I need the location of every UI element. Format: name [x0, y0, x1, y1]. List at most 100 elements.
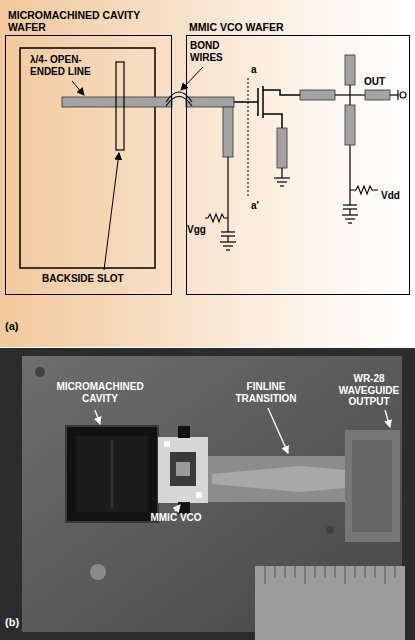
leader-line	[181, 67, 203, 90]
photo	[285, 566, 286, 578]
ground-symbol	[345, 218, 355, 219]
photo	[208, 456, 348, 502]
wire	[349, 85, 350, 105]
bond-wire	[166, 92, 192, 106]
plane-label: a'	[251, 200, 265, 212]
open-ended-line	[62, 97, 172, 107]
photo	[326, 526, 334, 534]
microstrip-line	[277, 128, 287, 168]
ground-symbol	[274, 177, 290, 178]
photo	[352, 440, 392, 532]
microstrip-line	[186, 55, 390, 168]
callout-label: λ/4- OPEN- ENDED LINE	[30, 54, 102, 77]
transistor-symbol	[263, 90, 300, 95]
photo	[365, 566, 366, 578]
photo	[335, 566, 336, 578]
photo	[345, 566, 346, 584]
photo	[295, 566, 296, 578]
supply-label: Vgg	[187, 224, 217, 236]
bond-wire	[166, 97, 192, 107]
open-ended-line	[62, 97, 172, 107]
ground-symbol	[220, 178, 358, 250]
photo	[170, 452, 196, 486]
photo	[265, 566, 395, 584]
backside-slot	[116, 62, 124, 150]
ground-symbol	[349, 209, 350, 215]
leader-arrow	[95, 410, 100, 424]
wire	[400, 92, 406, 98]
leader-arrow	[175, 505, 180, 511]
microstrip-line	[223, 107, 233, 157]
photo	[375, 566, 376, 578]
photo-label: WR-28 WAVEGUIDE OUTPUT	[328, 373, 410, 408]
wire	[228, 85, 406, 232]
wire	[390, 94, 398, 95]
resistor-symbol	[205, 186, 378, 222]
wafer-box: MMIC VCO WAFER	[186, 35, 410, 295]
photo	[305, 566, 306, 584]
cavity-square	[20, 48, 155, 268]
ground-symbol	[343, 204, 357, 205]
reference-plane	[248, 78, 249, 198]
microstrip-line	[300, 90, 335, 100]
photo	[66, 426, 158, 522]
wire	[281, 168, 282, 178]
transistor-symbol	[234, 101, 258, 103]
wafer-heading: MICROMACHINED CAVITY WAFER	[8, 9, 163, 33]
transistor-symbol	[257, 88, 259, 116]
photo	[196, 492, 202, 498]
transistor-symbol	[262, 86, 264, 118]
photo-label: FINLINE TRANSITION	[226, 381, 306, 404]
photo	[0, 348, 415, 640]
ground-symbol	[277, 181, 287, 182]
photo	[275, 566, 276, 578]
panel-label: (b)	[5, 616, 35, 629]
photo	[90, 564, 106, 580]
ground-symbol	[223, 245, 233, 246]
wafer-heading: MMIC VCO WAFER	[189, 21, 389, 33]
photo	[164, 441, 170, 447]
leader-arrow	[95, 408, 390, 511]
microstrip-line	[345, 55, 355, 85]
port-label: OUT	[364, 76, 396, 88]
photo	[395, 566, 396, 578]
photo	[345, 430, 400, 542]
panel-label: (a)	[5, 320, 35, 333]
resistor-symbol	[350, 186, 378, 194]
transistor-symbol	[263, 114, 282, 128]
plane-label: a	[251, 64, 265, 76]
wire	[397, 90, 398, 100]
ground-symbol	[220, 241, 236, 242]
ground-symbol	[342, 214, 358, 215]
leader-line	[72, 81, 84, 95]
callout-label: BOND WIRES	[190, 40, 235, 63]
photo	[111, 440, 114, 508]
ground-symbol	[348, 222, 352, 223]
leader-arrow	[385, 410, 390, 427]
transistor-symbol	[234, 86, 300, 128]
photo	[0, 348, 415, 640]
photo	[385, 566, 386, 584]
leader-line	[72, 67, 203, 270]
photo	[158, 437, 208, 503]
photo	[176, 462, 190, 476]
photo	[212, 466, 345, 492]
photo	[255, 566, 405, 640]
ground-symbol	[227, 236, 228, 242]
resistor-symbol	[205, 214, 228, 222]
photo	[35, 367, 45, 377]
callout-label: BACKSIDE SLOT	[42, 273, 152, 285]
photo	[76, 436, 148, 512]
photo	[178, 426, 190, 438]
photo-label: MMIC VCO	[148, 512, 204, 524]
supply-label: Vdd	[381, 190, 409, 202]
photo	[315, 566, 316, 578]
cavity-square	[20, 48, 155, 268]
ground-symbol	[280, 185, 284, 186]
ground-symbol	[221, 231, 235, 232]
photo	[265, 566, 266, 584]
backside-slot	[116, 62, 124, 150]
leader-arrow	[268, 408, 288, 453]
